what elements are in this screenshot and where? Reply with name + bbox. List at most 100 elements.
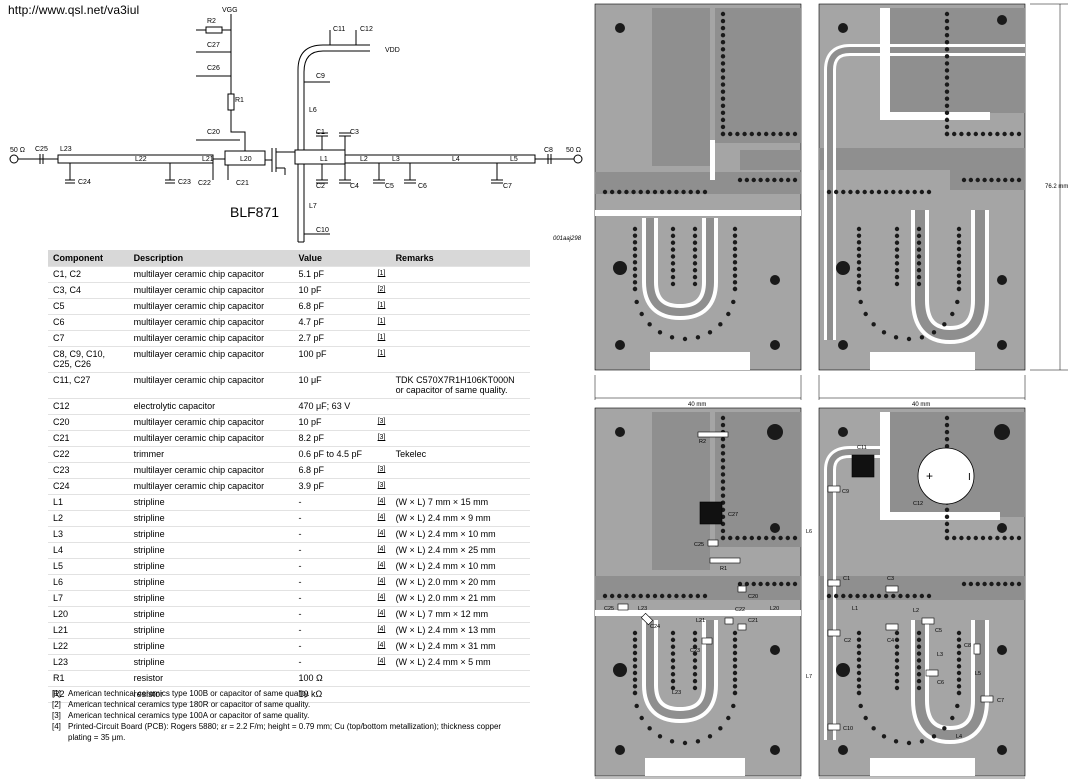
cell-ref: [4] xyxy=(372,638,391,655)
cell-component: C23 xyxy=(48,462,129,479)
svg-text:L22: L22 xyxy=(135,156,147,163)
cell-ref: [4] xyxy=(372,574,391,591)
svg-text:L5: L5 xyxy=(975,671,981,677)
cell-description: stripline xyxy=(128,606,294,623)
cell-remarks xyxy=(390,686,530,703)
svg-text:L3: L3 xyxy=(392,156,400,163)
svg-text:C4: C4 xyxy=(350,183,359,190)
cell-component: L3 xyxy=(48,526,129,543)
svg-text:C23: C23 xyxy=(690,648,700,654)
cell-component: R2 xyxy=(48,686,129,703)
cell-component: C24 xyxy=(48,478,129,495)
svg-text:L6: L6 xyxy=(309,107,317,114)
cell-ref: [4] xyxy=(372,526,391,543)
svg-text:C23: C23 xyxy=(178,179,191,186)
cell-value: - xyxy=(293,558,373,575)
svg-text:C21: C21 xyxy=(236,180,249,187)
cell-value: - xyxy=(293,590,373,607)
svg-text:C6: C6 xyxy=(418,183,427,190)
svg-text:+: + xyxy=(926,469,933,483)
svg-text:C8: C8 xyxy=(544,147,553,154)
cell-description: multilayer ceramic chip capacitor xyxy=(128,414,294,431)
cell-component: L21 xyxy=(48,622,129,639)
cell-value: 3.9 pF xyxy=(293,478,373,495)
cell-description: multilayer ceramic chip capacitor xyxy=(128,266,294,283)
cell-value: 6.8 pF xyxy=(293,298,373,315)
cell-value: - xyxy=(293,494,373,511)
cell-component: C7 xyxy=(48,330,129,347)
cell-description: multilayer ceramic chip capacitor xyxy=(128,346,294,373)
cell-value: 8.2 pF xyxy=(293,430,373,447)
svg-text:I: I xyxy=(968,472,971,483)
cell-component: L5 xyxy=(48,558,129,575)
svg-text:C5: C5 xyxy=(385,183,394,190)
cell-description: stripline xyxy=(128,494,294,511)
header-ref xyxy=(372,250,391,267)
cell-component: L7 xyxy=(48,590,129,607)
svg-text:C24: C24 xyxy=(650,624,660,630)
cell-value: 10 pF xyxy=(293,282,373,299)
cell-component: C8, C9, C10, C25, C26 xyxy=(48,346,129,373)
svg-text:C25: C25 xyxy=(694,542,704,548)
cell-component: C3, C4 xyxy=(48,282,129,299)
svg-text:L23: L23 xyxy=(638,606,647,612)
svg-text:C22: C22 xyxy=(198,180,211,187)
footnote: [4]Printed-Circuit Board (PCB): Rogers 5… xyxy=(52,722,502,742)
cell-value: - xyxy=(293,510,373,527)
cell-value: 10 pF xyxy=(293,414,373,431)
cell-ref xyxy=(372,398,391,415)
cell-description: multilayer ceramic chip capacitor xyxy=(128,430,294,447)
cell-ref: [3] xyxy=(372,462,391,479)
cell-component: L22 xyxy=(48,638,129,655)
cell-component: L4 xyxy=(48,542,129,559)
svg-text:C24: C24 xyxy=(78,179,91,186)
cell-description: multilayer ceramic chip capacitor xyxy=(128,282,294,299)
pcb-board-top-right xyxy=(818,3,1026,371)
cell-remarks: Tekelec xyxy=(390,446,530,463)
cell-component: L23 xyxy=(48,654,129,671)
cell-ref: [4] xyxy=(372,606,391,623)
cell-value: 5.1 pF xyxy=(293,266,373,283)
cell-value: - xyxy=(293,622,373,639)
cell-remarks: (W × L) 2.4 mm × 10 mm xyxy=(390,558,530,575)
label-code: 001aaj298 xyxy=(553,236,582,242)
cell-remarks xyxy=(390,314,530,331)
cell-description: stripline xyxy=(128,590,294,607)
svg-text:L3: L3 xyxy=(937,652,943,658)
cell-value: 10 μF xyxy=(293,372,373,399)
cell-ref: [1] xyxy=(372,298,391,315)
cell-remarks: (W × L) 2.0 mm × 20 mm xyxy=(390,574,530,591)
footnote: [3]American technical ceramics type 100A… xyxy=(52,711,310,720)
svg-text:L1: L1 xyxy=(852,606,858,612)
cell-ref: [4] xyxy=(372,542,391,559)
footnotes: [1]American technical ceramics type 100B… xyxy=(52,688,512,743)
svg-text:L20: L20 xyxy=(770,606,779,612)
header-description: Description xyxy=(128,250,294,267)
stripline-l2 xyxy=(344,154,536,164)
svg-text:L2: L2 xyxy=(360,156,368,163)
cell-remarks xyxy=(390,462,530,479)
source-url: http://www.qsl.net/va3iul xyxy=(8,3,140,17)
pcb-board-top-left xyxy=(594,3,802,371)
cell-description: resistor xyxy=(128,686,294,703)
cell-component: R1 xyxy=(48,670,129,687)
label-port-in: 50 Ω xyxy=(10,147,25,154)
footnote: [2]American technical ceramics type 180R… xyxy=(52,700,311,709)
svg-text:L2: L2 xyxy=(913,608,919,614)
cell-ref: [3] xyxy=(372,478,391,495)
